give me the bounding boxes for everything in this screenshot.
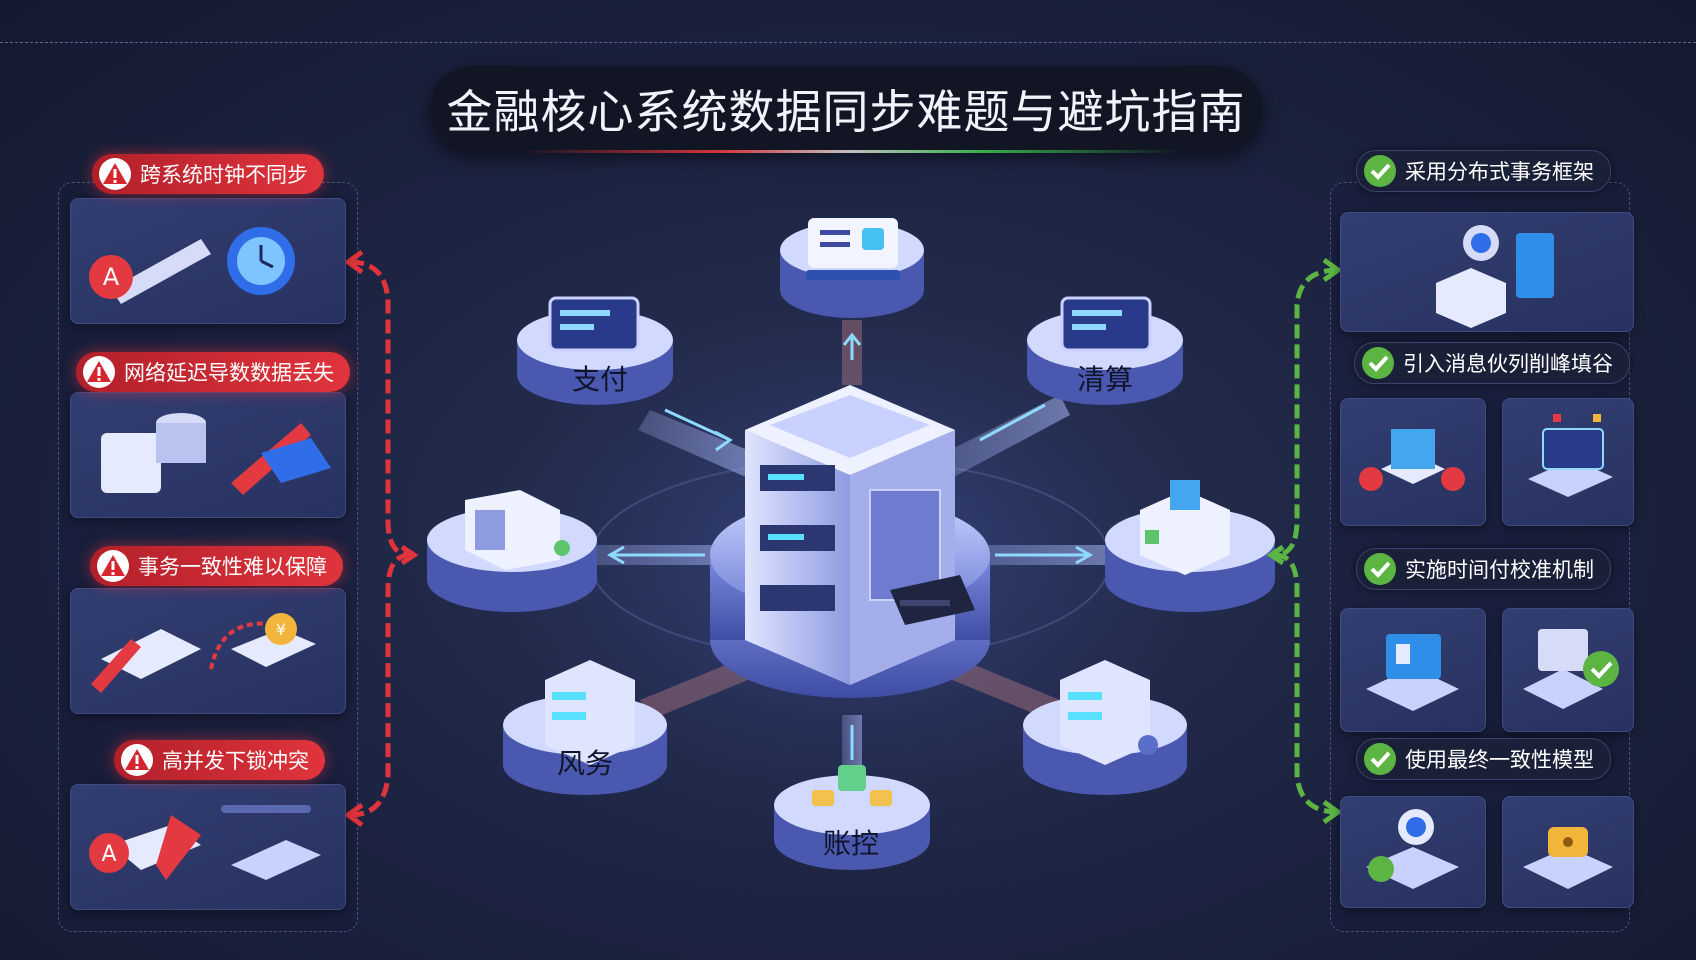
message-queue-illustration — [1359, 429, 1465, 491]
connector-arrows — [606, 332, 1094, 760]
warning-icon — [97, 550, 129, 582]
svg-text:A: A — [101, 842, 116, 867]
problem-card-1: A — [70, 198, 346, 324]
network-loss-illustration — [101, 413, 331, 495]
solution-card-3b — [1502, 608, 1634, 732]
transaction-illustration: ¥ — [91, 613, 316, 693]
eventual-consistency-illustration — [1366, 809, 1459, 889]
problem-card-2 — [70, 392, 346, 518]
node-label-clearing: 清算 — [1076, 363, 1133, 396]
node-top — [780, 218, 924, 318]
node-label-risk: 风务 — [556, 747, 613, 780]
svg-text:A: A — [103, 263, 120, 291]
node-left — [427, 490, 597, 612]
node-accounting — [774, 765, 930, 870]
solution-card-3a — [1340, 608, 1486, 732]
warning-icon — [99, 158, 131, 190]
problem-label-4: 高并发下锁冲突 — [114, 740, 325, 780]
problem-card-3: ¥ — [70, 588, 346, 714]
solution-card-1 — [1340, 212, 1634, 332]
top-divider — [0, 42, 1696, 43]
solution-label-1: 采用分布式事务框架 — [1356, 150, 1611, 192]
warning-icon — [83, 356, 115, 388]
warning-icon — [121, 744, 153, 776]
verified-monitor-illustration — [1523, 629, 1619, 709]
node-risk — [503, 660, 667, 795]
solution-card-2b — [1502, 398, 1634, 526]
problem-text-4: 高并发下锁冲突 — [162, 749, 309, 773]
problem-label-3: 事务一致性难以保障 — [90, 546, 343, 586]
solution-label-3: 实施时间付校准机制 — [1356, 548, 1611, 590]
secure-storage-illustration — [1523, 827, 1613, 889]
problem-text-2: 网络延迟导数数据丢失 — [124, 361, 334, 385]
node-clearing — [1027, 296, 1183, 405]
core-server-icon — [745, 385, 975, 685]
check-icon — [1364, 743, 1396, 775]
solutions-bracket — [1266, 257, 1343, 825]
problem-card-4: A — [70, 784, 346, 910]
solution-text-2: 引入消息伙列削峰填谷 — [1403, 352, 1613, 376]
node-label-payment: 支付 — [571, 363, 628, 396]
node-payment — [517, 296, 673, 405]
check-icon — [1364, 155, 1396, 187]
solution-card-4b — [1502, 796, 1634, 908]
clock-sync-illustration: A — [89, 227, 295, 304]
problem-label-1: 跨系统时钟不同步 — [92, 154, 324, 194]
node-bottom-right — [1023, 660, 1187, 795]
node-right — [1105, 480, 1275, 612]
distributed-transaction-illustration — [1436, 225, 1554, 328]
problem-text-3: 事务一致性难以保障 — [138, 555, 327, 579]
time-calibration-illustration — [1366, 634, 1459, 711]
solution-card-4a — [1340, 796, 1486, 908]
solution-text-4: 使用最终一致性模型 — [1405, 748, 1594, 772]
laptop-queue-illustration — [1528, 414, 1613, 497]
solution-text-1: 采用分布式事务框架 — [1405, 160, 1594, 184]
solution-label-4: 使用最终一致性模型 — [1356, 738, 1611, 780]
solution-text-3: 实施时间付校准机制 — [1405, 558, 1594, 582]
problems-bracket — [343, 249, 419, 828]
solution-label-2: 引入消息伙列削峰填谷 — [1354, 342, 1630, 384]
check-icon — [1362, 347, 1394, 379]
check-icon — [1364, 553, 1396, 585]
problem-text-1: 跨系统时钟不同步 — [140, 163, 308, 187]
node-label-accounting: 账控 — [822, 827, 879, 860]
lock-conflict-illustration: A — [89, 805, 321, 880]
svg-text:¥: ¥ — [276, 620, 286, 639]
page-title: 金融核心系统数据同步难题与避坑指南 — [430, 66, 1262, 152]
solution-card-2a — [1340, 398, 1486, 526]
problem-label-2: 网络延迟导数数据丢失 — [76, 352, 350, 392]
title-underline — [520, 150, 1180, 153]
